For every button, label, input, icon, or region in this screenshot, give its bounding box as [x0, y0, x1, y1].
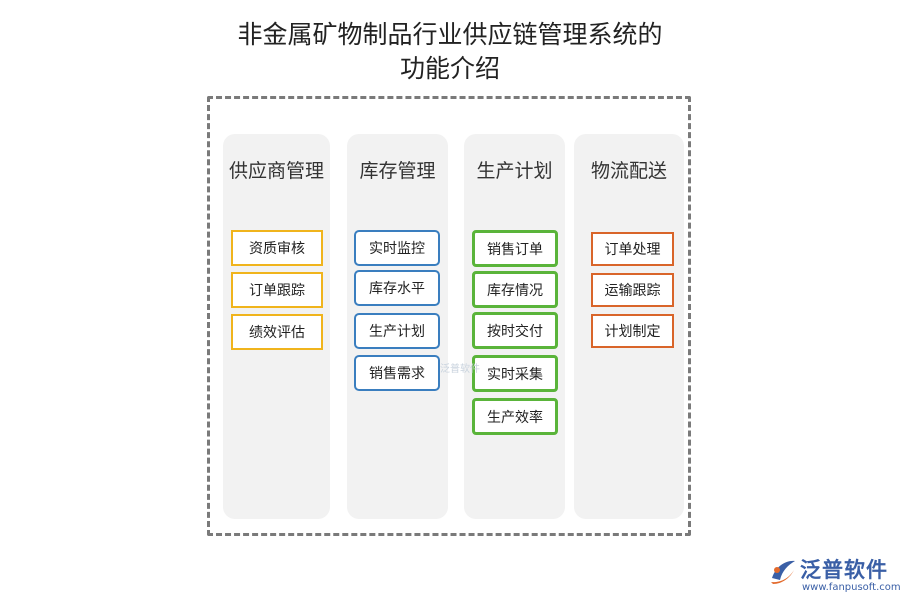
- column-logistics-distribution: 物流配送 订单处理 运输跟踪 计划制定: [574, 134, 684, 519]
- diagram-title-line2: 功能介绍: [399, 54, 500, 83]
- watermark-text: 泛普软件: [440, 364, 480, 375]
- column-title: 库存管理: [359, 160, 436, 182]
- item-order-tracking: 订单跟踪: [231, 272, 323, 308]
- item-plan-formulation: 计划制定: [591, 314, 674, 348]
- column-title: 供应商管理: [228, 160, 324, 182]
- item-production-plan: 生产计划: [354, 313, 440, 349]
- column-title: 物流配送: [590, 160, 667, 182]
- logo-name: 泛普软件: [800, 558, 888, 582]
- item-transport-tracking: 运输跟踪: [591, 273, 674, 307]
- diagram-title-line1: 非金属矿物制品行业供应链管理系统的: [237, 20, 663, 49]
- column-inventory-management: 库存管理 实时监控 库存水平 生产计划 销售需求: [347, 134, 448, 519]
- column-production-planning: 生产计划 销售订单 库存情况 按时交付 实时采集 生产效率: [464, 134, 565, 519]
- item-realtime-collection: 实时采集: [472, 355, 558, 392]
- brand-logo: 泛普软件 www.fanpusoft.com: [768, 552, 900, 596]
- item-sales-orders: 销售订单: [472, 230, 558, 267]
- item-inventory-status: 库存情况: [472, 271, 558, 308]
- column-title: 生产计划: [476, 160, 553, 182]
- logo-url: www.fanpusoft.com: [802, 582, 900, 593]
- item-qualification-review: 资质审核: [231, 230, 323, 266]
- dashed-frame: [207, 96, 691, 536]
- item-realtime-monitoring: 实时监控: [354, 230, 440, 266]
- item-sales-demand: 销售需求: [354, 355, 440, 391]
- item-on-time-delivery: 按时交付: [472, 312, 558, 349]
- item-order-processing: 订单处理: [591, 232, 674, 266]
- diagram-title: 非金属矿物制品行业供应链管理系统的 功能介绍: [150, 18, 750, 86]
- column-supplier-management: 供应商管理 资质审核 订单跟踪 绩效评估: [223, 134, 330, 519]
- item-inventory-level: 库存水平: [354, 270, 440, 306]
- fanpu-logo-icon: [771, 560, 795, 584]
- item-production-efficiency: 生产效率: [472, 398, 558, 435]
- item-performance-evaluation: 绩效评估: [231, 314, 323, 350]
